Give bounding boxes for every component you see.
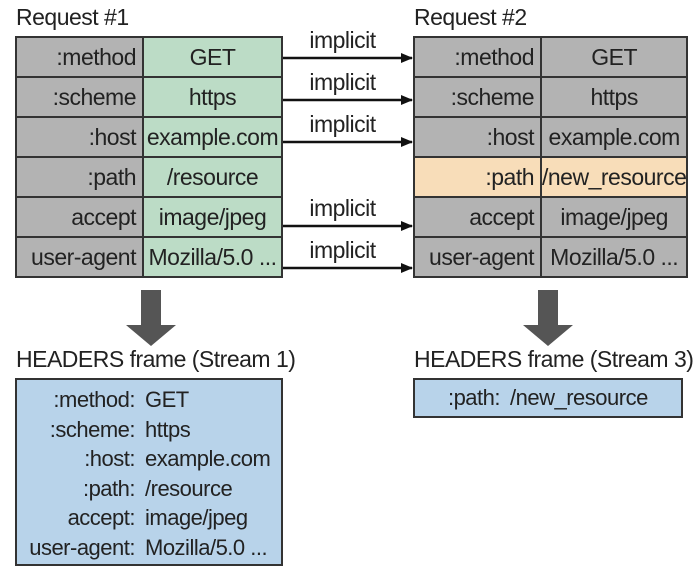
frame1-field-name: accept:	[67, 505, 136, 530]
request2-title: Request #2	[414, 4, 527, 30]
request1-header-value: https	[142, 76, 283, 118]
frame1-field: :path: /resource	[17, 474, 281, 504]
implicit-label: implicit	[309, 69, 376, 95]
frame1-field-name: :path:	[82, 475, 136, 501]
frame2-field: :path: /new_resource	[415, 383, 681, 413]
request1-header-name: :host	[15, 116, 144, 158]
request2-header-name: :method	[413, 36, 542, 78]
request2-header-value: https	[539, 76, 689, 118]
frame1-field-name: :scheme:	[49, 416, 136, 442]
request1-title: Request #1	[16, 4, 129, 30]
frame1-field-name: user-agent:	[29, 534, 135, 560]
frame1-field-value: example.com	[145, 446, 271, 471]
request1-header-name: :scheme	[15, 76, 144, 118]
frame1-field-value: https	[145, 416, 191, 442]
frame1-field: :method: GET	[17, 385, 281, 415]
request1-header-value: GET	[142, 36, 283, 78]
implicit-label: implicit	[309, 111, 376, 137]
request1-header-name: :method	[15, 36, 144, 78]
frame1-field: :host: example.com	[17, 444, 281, 474]
headers-frame-stream3: :path: /new_resource	[413, 378, 683, 418]
frame1-field: accept: image/jpeg	[17, 503, 281, 533]
frame2-field-value: /new_resource	[510, 385, 648, 410]
implicit-label: implicit	[309, 237, 376, 263]
frame1-field-value: /resource	[145, 475, 233, 501]
frame2-title: HEADERS frame (Stream 3)	[414, 346, 694, 372]
implicit-label: implicit	[309, 195, 376, 221]
frame1-field: user-agent: Mozilla/5.0 ...	[17, 533, 281, 563]
request2-header-name: :scheme	[413, 76, 542, 118]
request2-header-value: GET	[539, 36, 689, 78]
request2-header-value: Mozilla/5.0 ...	[539, 236, 689, 278]
request2-header-name: accept	[413, 196, 542, 238]
request1-header-name: :path	[15, 156, 144, 198]
request2-header-name: :host	[413, 116, 542, 158]
request2-header-value: image/jpeg	[539, 196, 689, 238]
down-arrow-stream1	[126, 290, 176, 346]
request2-header-name: user-agent	[413, 236, 542, 278]
frame1-field: :scheme: https	[17, 415, 281, 445]
request2-header-value: example.com	[539, 116, 689, 158]
implicit-label: implicit	[309, 27, 376, 53]
frame1-title: HEADERS frame (Stream 1)	[16, 346, 296, 372]
request2-header-name: :path	[413, 156, 542, 198]
request1-header-value: Mozilla/5.0 ...	[142, 236, 283, 278]
frame1-field-value: GET	[145, 387, 189, 412]
request1-header-value: /resource	[142, 156, 283, 198]
request2-header-value: /new_resource	[539, 156, 689, 198]
request2-row-path: :path/new_resource	[413, 156, 689, 198]
frame2-field-name: :path:	[447, 385, 501, 410]
headers-frame-stream1: :method: GET :scheme: https :host: example.co…	[15, 378, 283, 566]
request1-header-name: user-agent	[15, 236, 144, 278]
down-arrow-stream3	[523, 290, 573, 346]
request1-header-value: image/jpeg	[142, 196, 283, 238]
frame1-field-value: image/jpeg	[145, 505, 248, 530]
request1-header-name: accept	[15, 196, 144, 238]
request1-header-value: example.com	[142, 116, 283, 158]
request1-row-path: :path/resource	[15, 156, 283, 198]
frame1-field-name: :host:	[84, 446, 135, 471]
frame1-field-name: :method:	[53, 387, 135, 412]
frame1-field-value: Mozilla/5.0 ...	[145, 534, 268, 560]
